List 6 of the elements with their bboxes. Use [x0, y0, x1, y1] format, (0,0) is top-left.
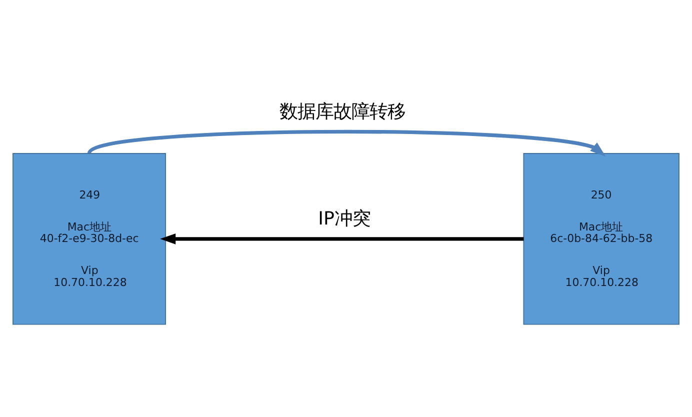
arrow: [160, 232, 524, 244]
edge-label: IP冲突: [318, 208, 371, 229]
node-box: 250 Mac地址 6c-0b-84-62-bb-58 Vip 10.70.10.228: [523, 152, 680, 324]
edge-label: 数据库故障转移: [280, 100, 406, 122]
node-box: 249 Mac地址 40-f2-e9-30-8d-ec Vip 10.70.10.228: [12, 152, 166, 324]
arrow: [88, 129, 606, 156]
